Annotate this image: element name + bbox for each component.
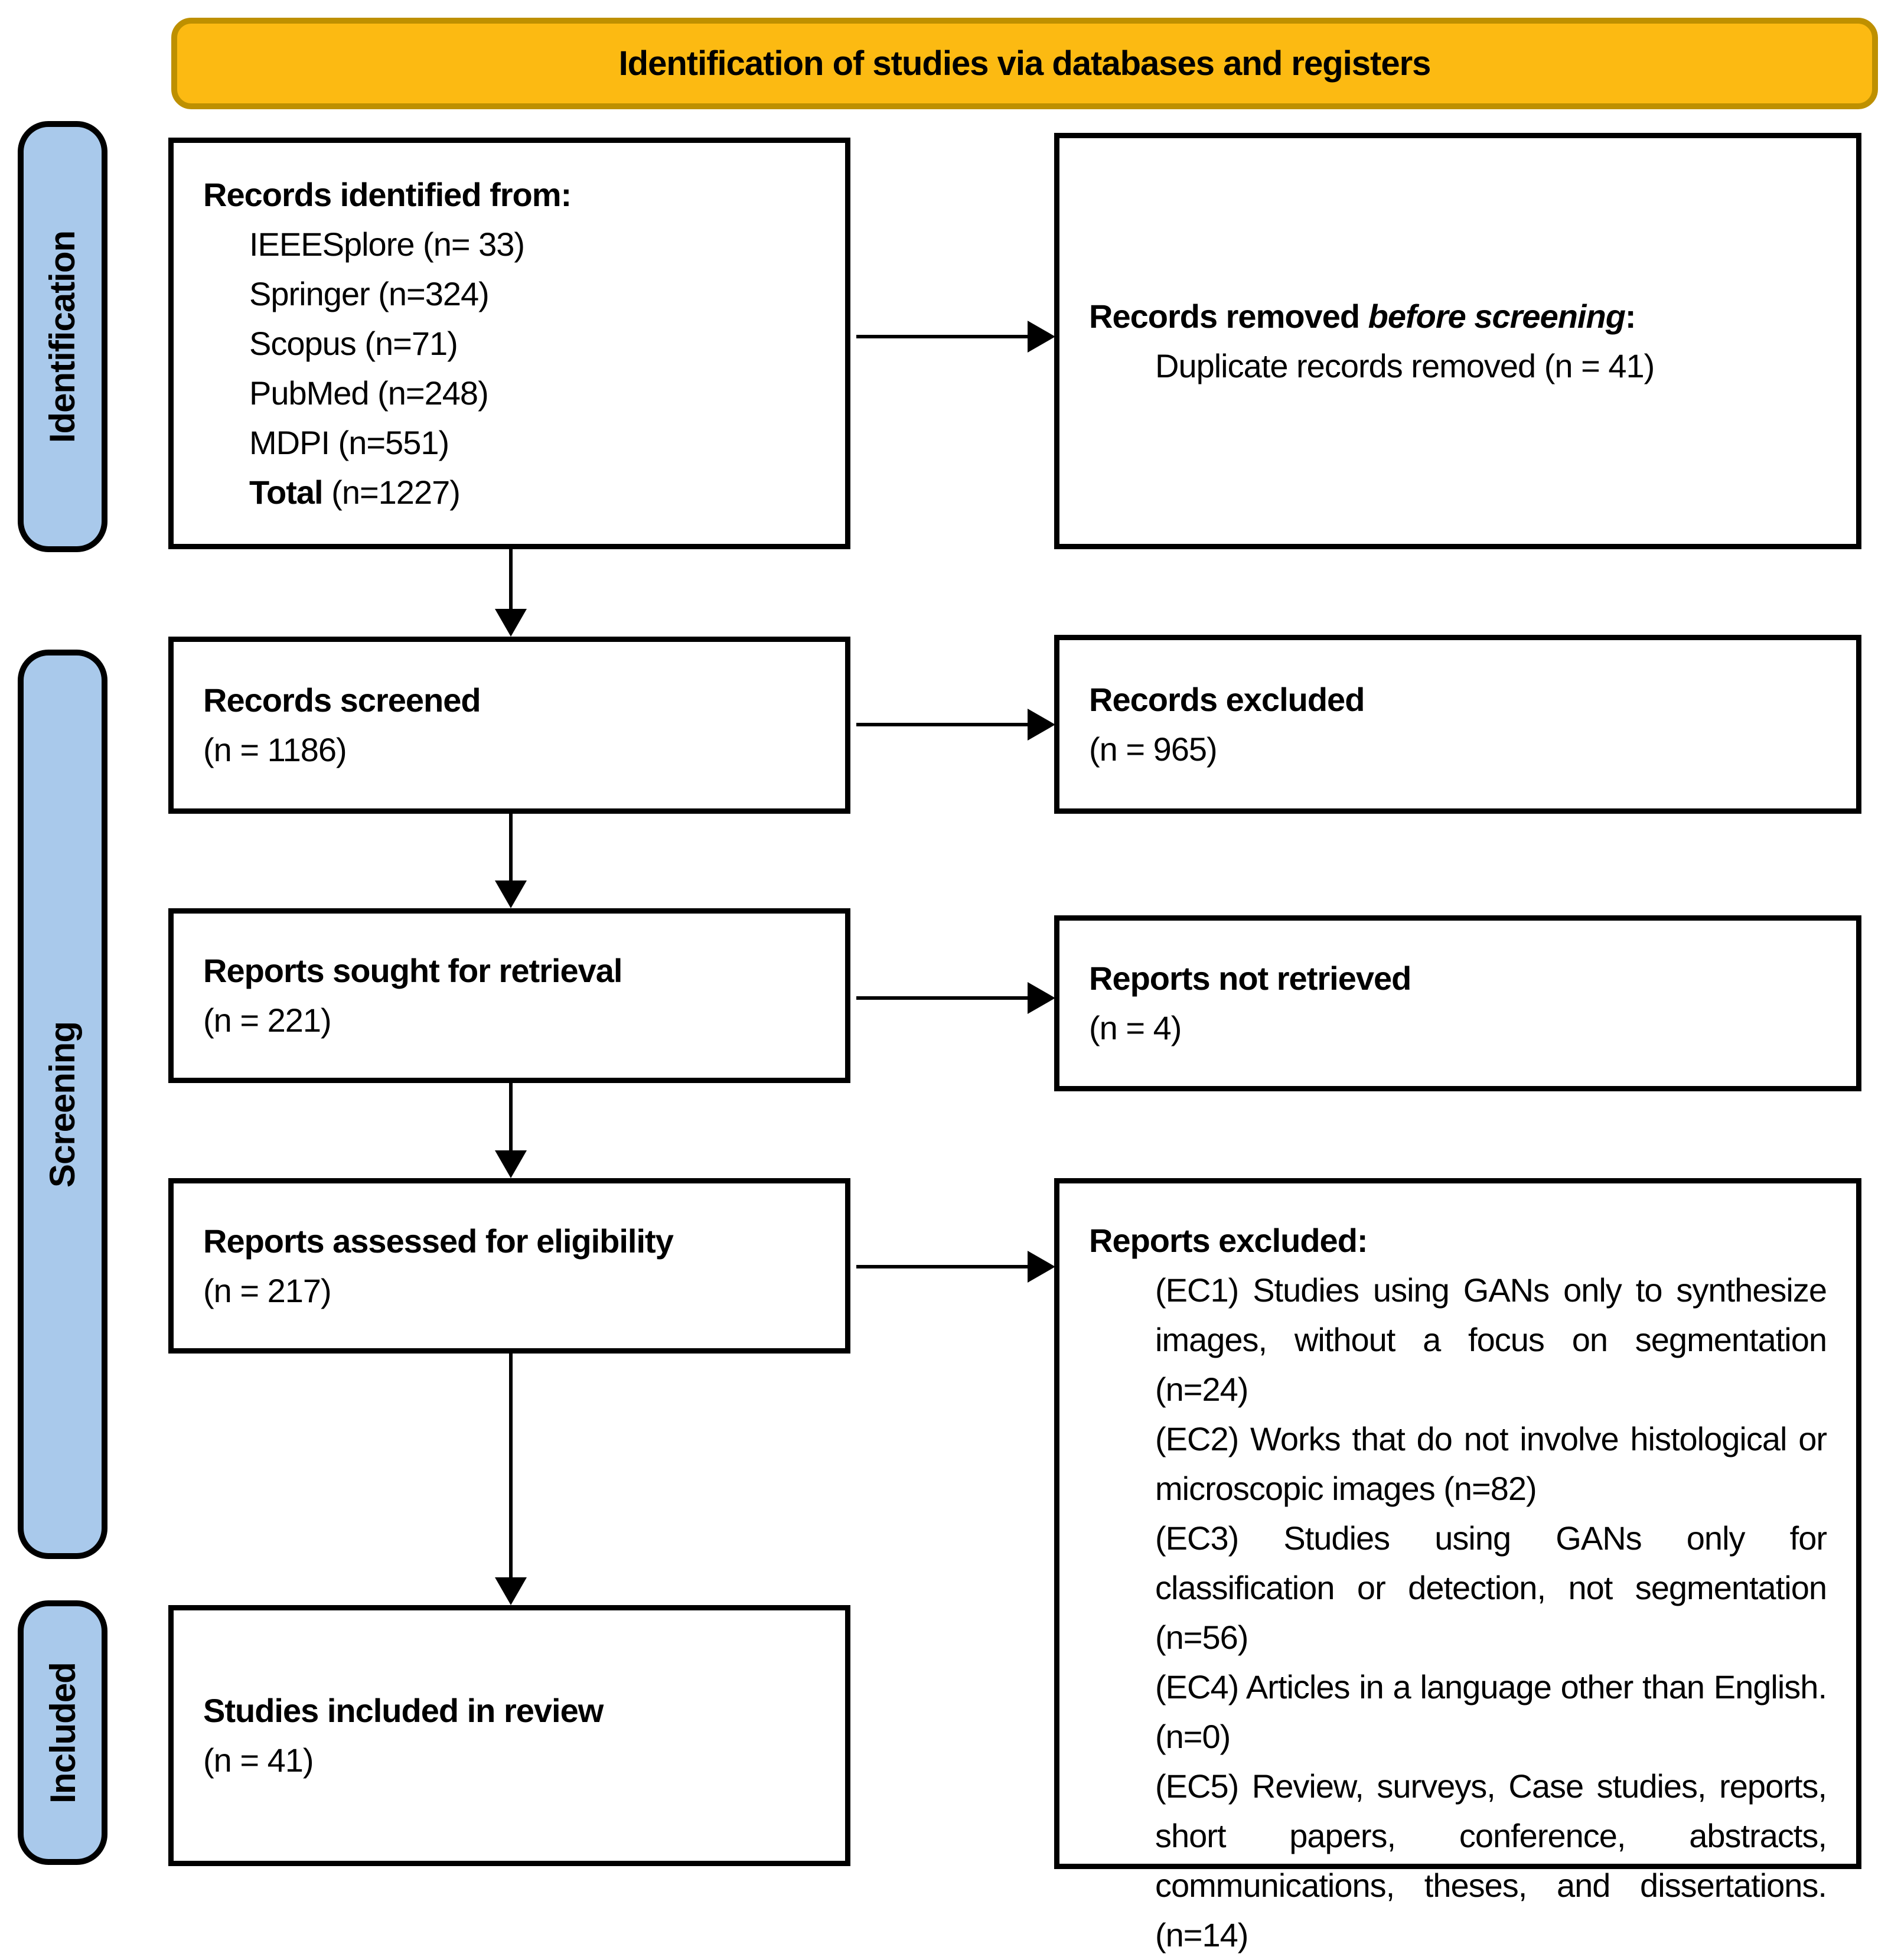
reports-assessed-title: Reports assessed for eligibility — [203, 1222, 674, 1260]
box-records-identified: Records identified from: IEEESplore (n= … — [168, 138, 850, 549]
records-excluded-title: Records excluded — [1089, 680, 1365, 718]
arrow-screened-to-sought-line — [509, 813, 513, 881]
sidebar-phase-screening-label: Screening — [43, 1021, 83, 1188]
sidebar-phase-identification: Identification — [18, 121, 107, 552]
arrow-identified-to-removed-line — [856, 335, 1029, 338]
arrow-sought-to-not-retrieved-head — [1028, 982, 1055, 1014]
arrow-identified-to-removed-head — [1028, 321, 1055, 353]
box-reports-assessed: Reports assessed for eligibility (n = 21… — [168, 1178, 850, 1354]
exclusion-criterion: (EC1) Studies using GANs only to synthes… — [1155, 1271, 1827, 1408]
sidebar-phase-identification-label: Identification — [43, 230, 83, 443]
exclusion-criterion: (EC5) Review, surveys, Case studies, rep… — [1155, 1767, 1827, 1954]
sidebar-phase-included: Included — [18, 1600, 107, 1865]
sidebar-phase-included-label: Included — [43, 1662, 83, 1804]
reports-sought-count: (n = 221) — [203, 1002, 332, 1039]
box-records-excluded: Records excluded (n = 965) — [1054, 635, 1861, 814]
box-reports-not-retrieved: Reports not retrieved (n = 4) — [1054, 915, 1861, 1091]
header-banner: Identification of studies via databases … — [171, 18, 1878, 109]
records-identified-source: MDPI (n=551) — [249, 423, 449, 461]
records-excluded-count: (n = 965) — [1089, 730, 1218, 768]
records-identified-total-label: Total — [249, 473, 324, 511]
arrow-screened-to-sought-head — [495, 880, 527, 908]
arrow-sought-to-not-retrieved-line — [856, 996, 1029, 1000]
arrow-assessed-to-excluded-line — [856, 1265, 1029, 1268]
arrow-identified-to-screened-head — [495, 609, 527, 637]
box-records-screened: Records screened (n = 1186) — [168, 637, 850, 814]
box-reports-excluded: Reports excluded: (EC1) Studies using GA… — [1054, 1178, 1861, 1954]
arrow-identified-to-screened-line — [509, 549, 513, 609]
arrow-screened-to-excluded-line — [856, 723, 1029, 726]
records-identified-source: Scopus (n=71) — [249, 324, 458, 362]
arrow-assessed-to-included-line — [509, 1354, 513, 1578]
records-identified-source: Springer (n=324) — [249, 275, 490, 312]
arrow-assessed-to-included-head — [495, 1577, 527, 1605]
records-removed-title-prefix: Records removed — [1089, 297, 1368, 335]
reports-not-retrieved-title: Reports not retrieved — [1089, 960, 1411, 997]
box-reports-sought: Reports sought for retrieval (n = 221) — [168, 908, 850, 1083]
reports-excluded-title: Reports excluded: — [1089, 1222, 1368, 1259]
arrow-sought-to-assessed-head — [495, 1150, 527, 1178]
studies-included-count: (n = 41) — [203, 1742, 314, 1779]
records-removed-title-emphasis: before screening — [1368, 297, 1626, 335]
records-identified-source: IEEESplore (n= 33) — [249, 225, 525, 263]
exclusion-criterion: (EC3) Studies using GANs only for classi… — [1155, 1519, 1827, 1656]
records-identified-source: PubMed (n=248) — [249, 374, 489, 412]
box-records-removed: Records removed before screening: Duplic… — [1054, 133, 1861, 549]
prisma-flow-diagram: Identification of studies via databases … — [18, 18, 1878, 1954]
records-screened-title: Records screened — [203, 681, 481, 719]
arrow-assessed-to-excluded-head — [1028, 1251, 1055, 1283]
records-removed-title-suffix: : — [1625, 297, 1636, 335]
box-studies-included: Studies included in review (n = 41) — [168, 1605, 850, 1866]
records-identified-title: Records identified from: — [203, 175, 572, 213]
arrow-sought-to-assessed-line — [509, 1082, 513, 1151]
records-removed-detail: Duplicate records removed (n = 41) — [1155, 347, 1655, 384]
header-title: Identification of studies via databases … — [618, 44, 1432, 83]
reports-assessed-count: (n = 217) — [203, 1271, 332, 1309]
sidebar-phase-screening: Screening — [18, 650, 107, 1559]
records-identified-total-value: (n=1227) — [322, 473, 461, 511]
records-removed-title: Records removed before screening: — [1089, 292, 1827, 341]
exclusion-criterion: (EC4) Articles in a language other than … — [1155, 1668, 1827, 1755]
records-identified-total: Total (n=1227) — [249, 468, 816, 517]
studies-included-title: Studies included in review — [203, 1692, 604, 1729]
reports-sought-title: Reports sought for retrieval — [203, 952, 622, 989]
exclusion-criterion: (EC2) Works that do not involve histolog… — [1155, 1420, 1827, 1507]
arrow-screened-to-excluded-head — [1028, 709, 1055, 741]
records-screened-count: (n = 1186) — [203, 731, 347, 768]
reports-not-retrieved-count: (n = 4) — [1089, 1009, 1182, 1046]
